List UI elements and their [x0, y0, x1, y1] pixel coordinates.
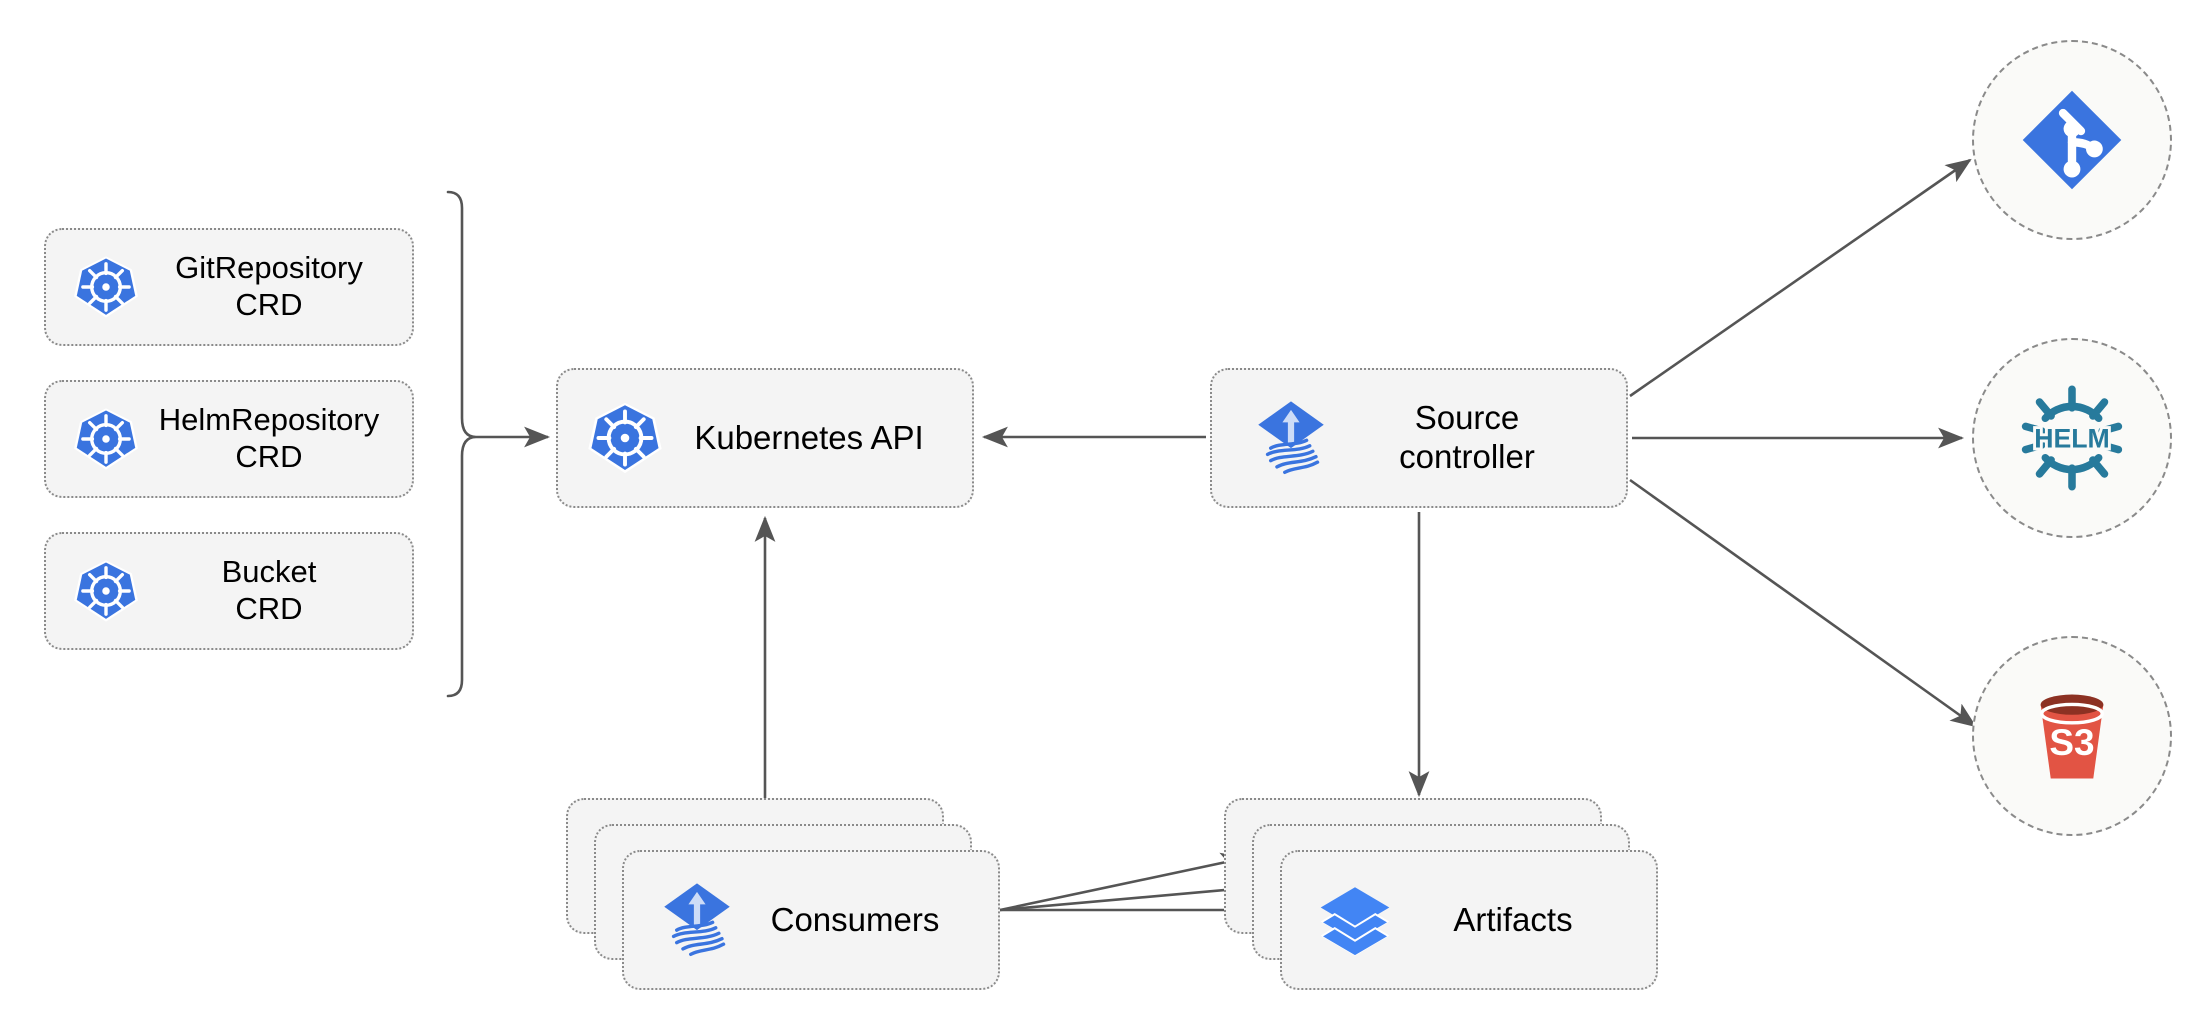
- source-controller-label: Source controller: [1399, 399, 1535, 475]
- consumers-label: Consumers: [770, 901, 940, 938]
- edge-consumers-to-artifacts-1: [999, 852, 1248, 912]
- consumers-stack[interactable]: Consumers: [566, 798, 1006, 990]
- kubernetes-icon: [72, 557, 140, 625]
- artifacts-stack[interactable]: Artifacts: [1224, 798, 1664, 990]
- kubernetes-icon: [586, 399, 664, 477]
- artifacts-sheet-front[interactable]: Artifacts: [1280, 850, 1658, 990]
- flux-source-icon: [658, 881, 736, 959]
- consumers-sheet-front[interactable]: Consumers: [622, 850, 1000, 990]
- kubernetes-icon: [72, 253, 140, 321]
- helm-icon: HELM: [2021, 385, 2123, 491]
- helm-wordmark: HELM: [2034, 423, 2110, 453]
- artifacts-label: Artifacts: [1453, 901, 1573, 938]
- edge-source-controller-to-git: [1629, 158, 1972, 398]
- edge-source-controller-to-s3: [1629, 478, 1977, 728]
- helmrepository-crd[interactable]: HelmRepository CRD: [44, 380, 414, 498]
- git-icon: [2022, 90, 2122, 190]
- s3-wordmark: S3: [2049, 722, 2094, 763]
- crd-group-bracket: [446, 190, 477, 698]
- gitrepository-crd-label: GitRepository CRD: [175, 250, 363, 322]
- kubernetes-api-label: Kubernetes API: [694, 418, 924, 456]
- flux-source-icon: [1252, 399, 1330, 477]
- bucket-crd-label: Bucket CRD: [221, 554, 317, 626]
- source-controller-node[interactable]: Source controller: [1210, 368, 1628, 508]
- helm-target[interactable]: HELM: [1972, 338, 2172, 538]
- bucket-crd[interactable]: Bucket CRD: [44, 532, 414, 650]
- s3-target[interactable]: S3: [1972, 636, 2172, 836]
- kubernetes-icon: [72, 405, 140, 473]
- helmrepository-crd-label: HelmRepository CRD: [158, 402, 380, 474]
- layers-icon: [1316, 881, 1394, 959]
- s3-bucket-icon: S3: [2040, 694, 2104, 779]
- gitrepository-crd[interactable]: GitRepository CRD: [44, 228, 414, 346]
- git-target[interactable]: [1972, 40, 2172, 240]
- kubernetes-api-node[interactable]: Kubernetes API: [556, 368, 974, 508]
